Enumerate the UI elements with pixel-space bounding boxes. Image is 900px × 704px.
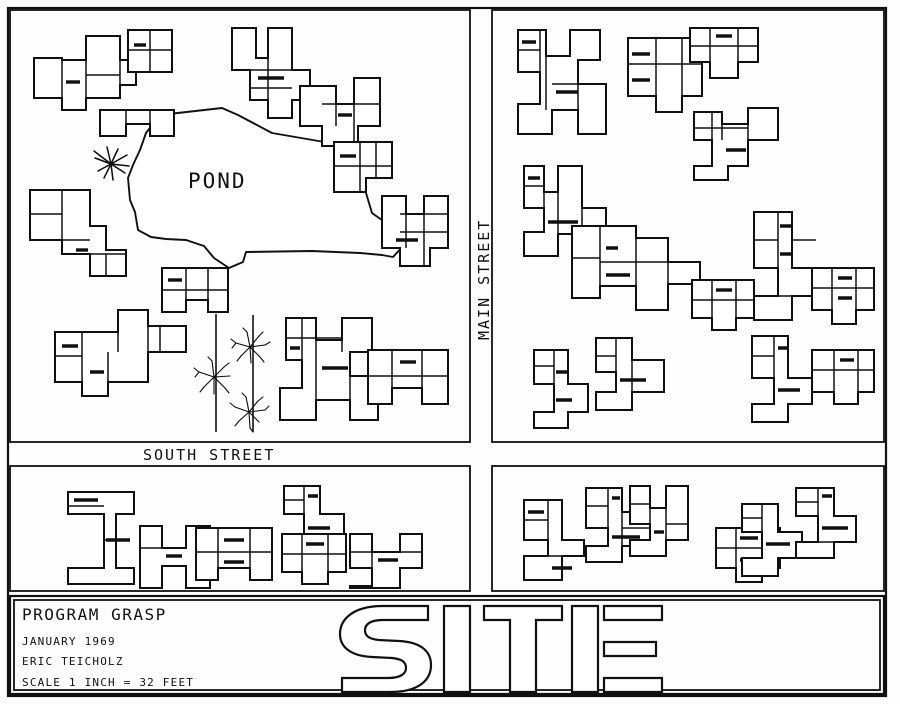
building-sw-b6	[281, 533, 347, 585]
building-sw-b1	[67, 491, 135, 585]
building-nw-b1	[33, 35, 137, 111]
south-street-label: SOUTH STREET	[143, 446, 275, 464]
panel-northeast-block	[491, 9, 885, 443]
building-nw-b11	[279, 317, 379, 421]
building-ne-b1	[517, 29, 607, 135]
tree-drive-mid-icon	[193, 356, 231, 395]
title-author-label: ERIC TEICHOLZ	[22, 655, 124, 668]
driveway-path	[215, 314, 254, 432]
building-sw-b5	[349, 533, 423, 589]
building-nw-b9	[161, 267, 229, 313]
building-ne-b10	[533, 349, 589, 429]
title-program-label: PROGRAM GRASP	[22, 605, 167, 624]
building-ne-b9	[811, 267, 875, 325]
building-ne-b7	[691, 279, 755, 331]
sheet-title-wordmark	[338, 604, 664, 694]
sheet-border	[6, 6, 888, 698]
building-ne-b11	[595, 337, 665, 411]
title-date-label: JANUARY 1969	[22, 635, 116, 648]
building-se-b1	[523, 499, 585, 581]
building-se-b6	[795, 487, 857, 559]
tree-drive-lower-icon	[229, 392, 270, 433]
panel-southeast-block	[491, 465, 885, 592]
building-ne-b2	[627, 37, 703, 113]
building-nw-b2	[127, 29, 173, 73]
panel-northwest-block	[9, 9, 471, 443]
building-sw-b3	[195, 527, 273, 581]
tree-pond-west-icon	[93, 146, 130, 181]
building-ne-b4	[693, 107, 779, 181]
panel-southwest-block	[9, 465, 471, 592]
building-nw-b7	[333, 141, 393, 193]
building-ne-b12	[751, 335, 813, 423]
building-nw-b5	[231, 27, 311, 119]
building-ne-b6	[571, 225, 701, 311]
building-nw-b4	[29, 189, 127, 277]
title-scale-label: SCALE 1 INCH = 32 FEET	[22, 676, 194, 689]
building-se-b3	[629, 485, 689, 557]
building-nw-b8	[381, 195, 449, 267]
building-se-b5	[741, 503, 803, 577]
pond-label: POND	[188, 169, 247, 193]
building-nw-b3	[99, 109, 175, 137]
building-nw-b12	[367, 349, 449, 405]
building-ne-b3	[689, 27, 759, 79]
main-street-label: MAIN STREET	[475, 219, 493, 340]
building-nw-b6	[299, 77, 381, 147]
tree-drive-upper-icon	[230, 327, 271, 364]
building-nw-b10	[54, 309, 187, 397]
building-ne-b13	[811, 349, 875, 405]
building-ne-b8	[753, 211, 817, 321]
